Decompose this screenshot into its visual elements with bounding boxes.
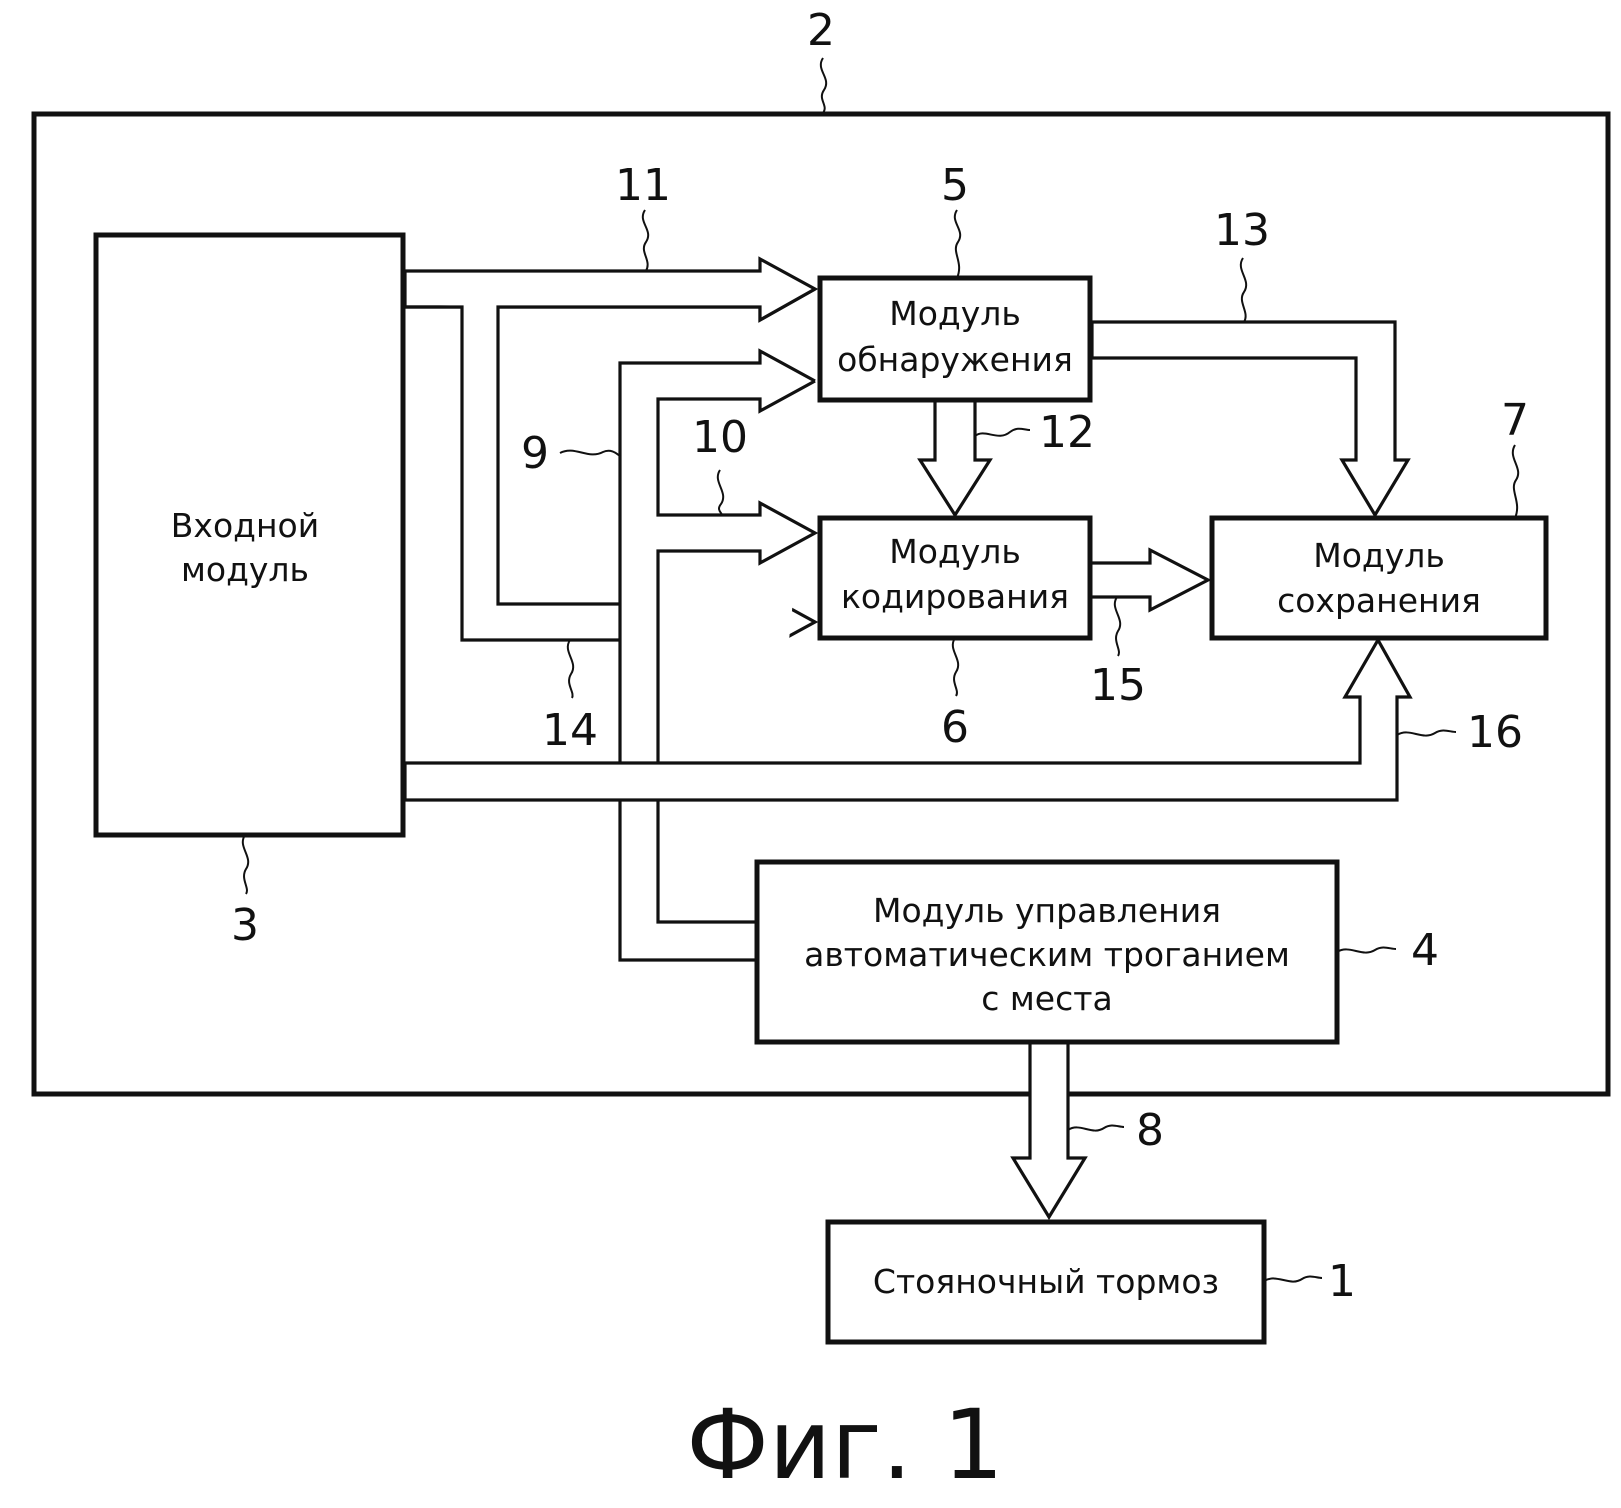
- encoding-module: Модуль кодирования: [817, 515, 1093, 641]
- bus-8: [1010, 1038, 1088, 1221]
- leader-10: [716, 469, 725, 516]
- input-module-label-line1: Входной: [171, 506, 319, 545]
- bus-12: [917, 398, 993, 518]
- control-module: Модуль управления автоматическим трогани…: [754, 859, 1340, 1045]
- ref-7: 7: [1501, 395, 1529, 446]
- ref-10: 10: [692, 412, 748, 463]
- bus-13: [1090, 320, 1411, 519]
- leader-14: [566, 639, 575, 699]
- ref-9: 9: [521, 428, 549, 479]
- storage-module: Модуль сохранения: [1209, 515, 1549, 641]
- ref-16: 16: [1467, 707, 1523, 758]
- leader-5: [953, 209, 962, 279]
- ref-8: 8: [1136, 1105, 1164, 1156]
- parking-brake: Стояночный тормоз: [825, 1219, 1267, 1345]
- ref-4: 4: [1411, 925, 1439, 976]
- ref-14: 14: [542, 705, 598, 756]
- leader-7: [1511, 444, 1520, 519]
- encoding-module-label-line1: Модуль: [889, 532, 1021, 571]
- leader-12: [974, 427, 1031, 437]
- ref-5: 5: [941, 160, 969, 211]
- outer-frame: [31, 111, 1611, 1097]
- parking-brake-label: Стояночный тормоз: [873, 1262, 1219, 1301]
- control-module-label-line1: Модуль управления: [873, 891, 1221, 930]
- ref-15: 15: [1090, 660, 1146, 711]
- leader-13: [1239, 257, 1248, 323]
- control-module-label-line3: с места: [981, 979, 1112, 1018]
- ref-11: 11: [615, 160, 671, 211]
- leader-2: [819, 57, 828, 115]
- detection-module-label-line1: Модуль: [889, 294, 1021, 333]
- leader-3: [241, 834, 250, 895]
- input-module: Входной модуль: [93, 232, 406, 838]
- leader-9: [559, 449, 621, 457]
- input-module-label-line2: модуль: [181, 550, 309, 589]
- bus-15: [1088, 547, 1212, 613]
- ref-6: 6: [941, 702, 969, 753]
- ref-12: 12: [1039, 407, 1095, 458]
- leader-15: [1113, 596, 1122, 657]
- figure-caption: Фиг. 1: [686, 1389, 1004, 1501]
- leader-4: [1336, 946, 1397, 954]
- leader-16: [1396, 729, 1457, 737]
- bus-16: [403, 636, 1413, 802]
- storage-module-label-line1: Модуль: [1313, 536, 1445, 575]
- ref-1: 1: [1328, 1256, 1356, 1307]
- leader-6: [951, 637, 960, 697]
- leader-1: [1263, 1275, 1323, 1283]
- ref-2: 2: [807, 5, 835, 56]
- detection-module-label-line2: обнаружения: [837, 340, 1073, 379]
- leader-11: [641, 209, 650, 272]
- encoding-module-label-line2: кодирования: [841, 577, 1069, 616]
- storage-module-label-line2: сохранения: [1277, 581, 1481, 620]
- control-module-label-line2: автоматическим троганием: [804, 935, 1290, 974]
- ref-13: 13: [1214, 205, 1270, 256]
- leader-8: [1067, 1124, 1125, 1132]
- detection-module: Модуль обнаружения: [817, 275, 1093, 403]
- ref-3: 3: [231, 900, 259, 951]
